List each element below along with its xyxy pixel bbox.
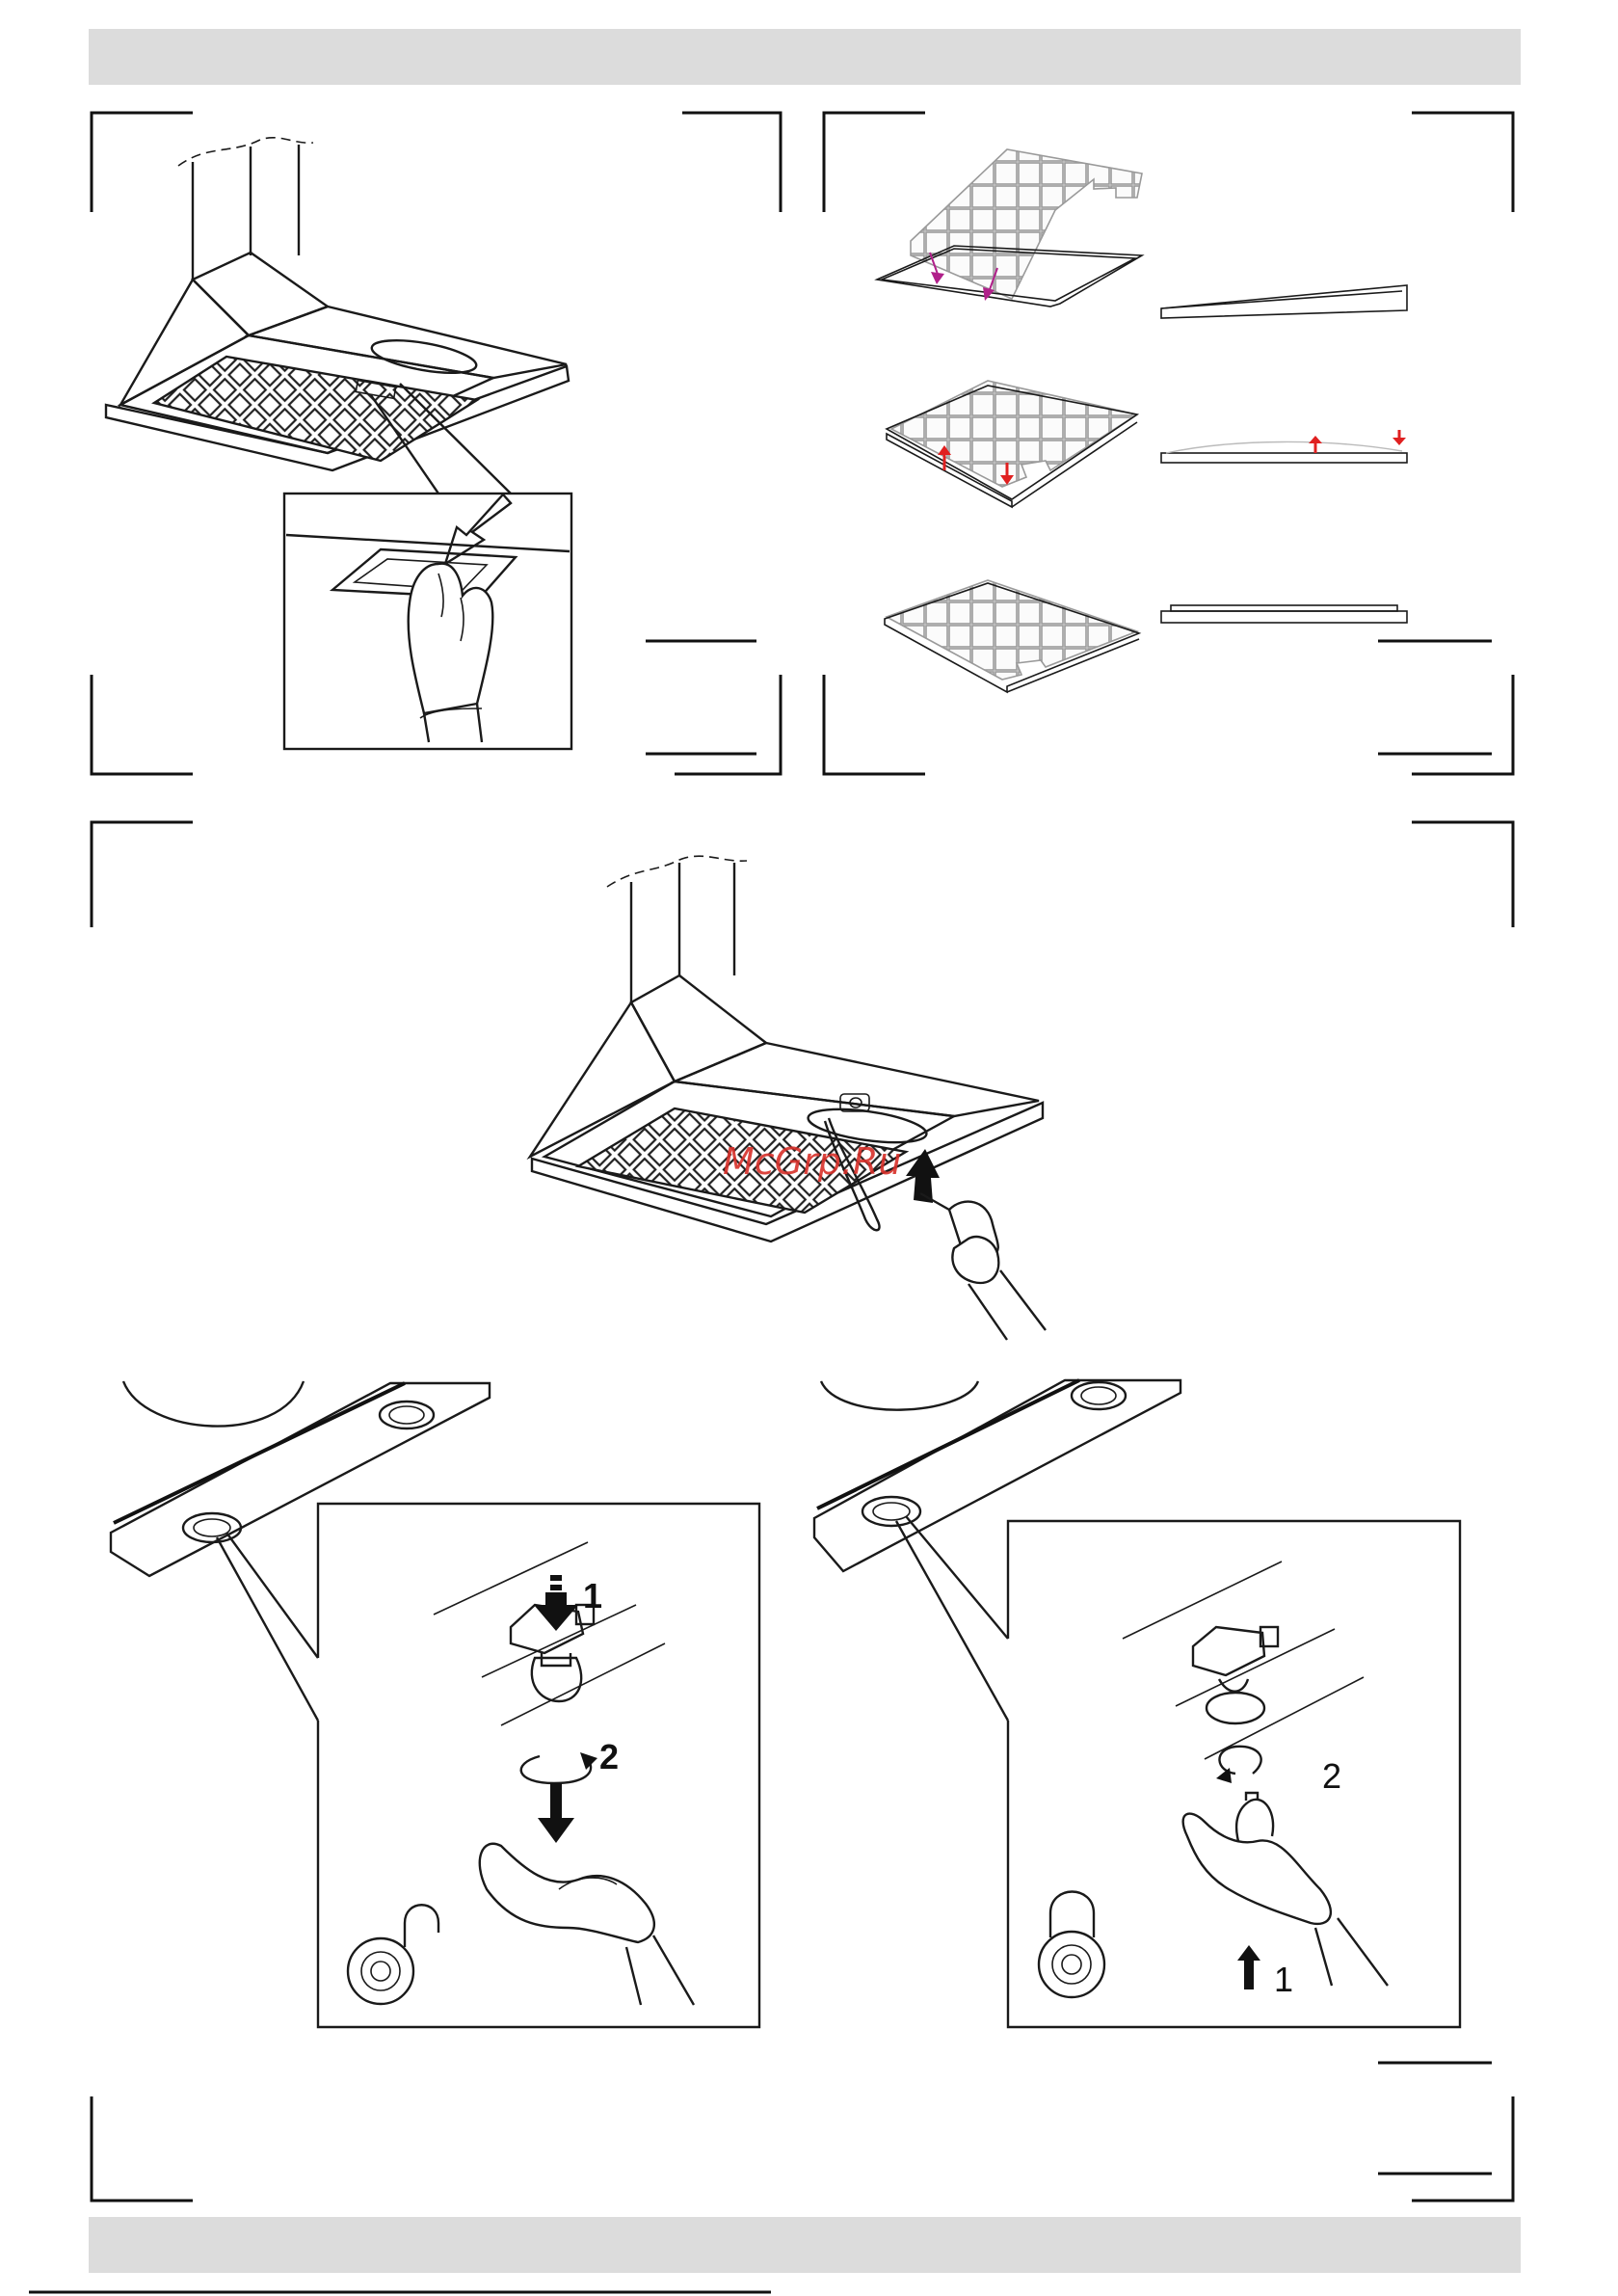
knob-unlock-illustration: 1 2 — [111, 1381, 759, 2027]
filter-assembly-step-b — [887, 381, 1407, 507]
step-2-label-bold: 2 — [599, 1737, 619, 1776]
panel-middle-frame — [92, 822, 1513, 927]
filter-assembly-step-c — [885, 580, 1407, 692]
hood-illustration-screwdriver — [530, 856, 1046, 1340]
step-1-label-bold: 1 — [583, 1576, 602, 1615]
knob-lock-illustration: 2 1 — [814, 1380, 1460, 2027]
step-2-label: 2 — [1322, 1756, 1341, 1796]
padlock-closed-icon — [1039, 1892, 1104, 1998]
filter-assembly-step-a — [877, 149, 1407, 318]
hood-illustration-filter-removal — [106, 138, 569, 470]
watermark: McGrp.Ru — [723, 1140, 901, 1183]
step-1-label: 1 — [1274, 1960, 1293, 1999]
padlock-open-icon — [348, 1905, 438, 2004]
panel-bottom-frame — [92, 2063, 1513, 2201]
